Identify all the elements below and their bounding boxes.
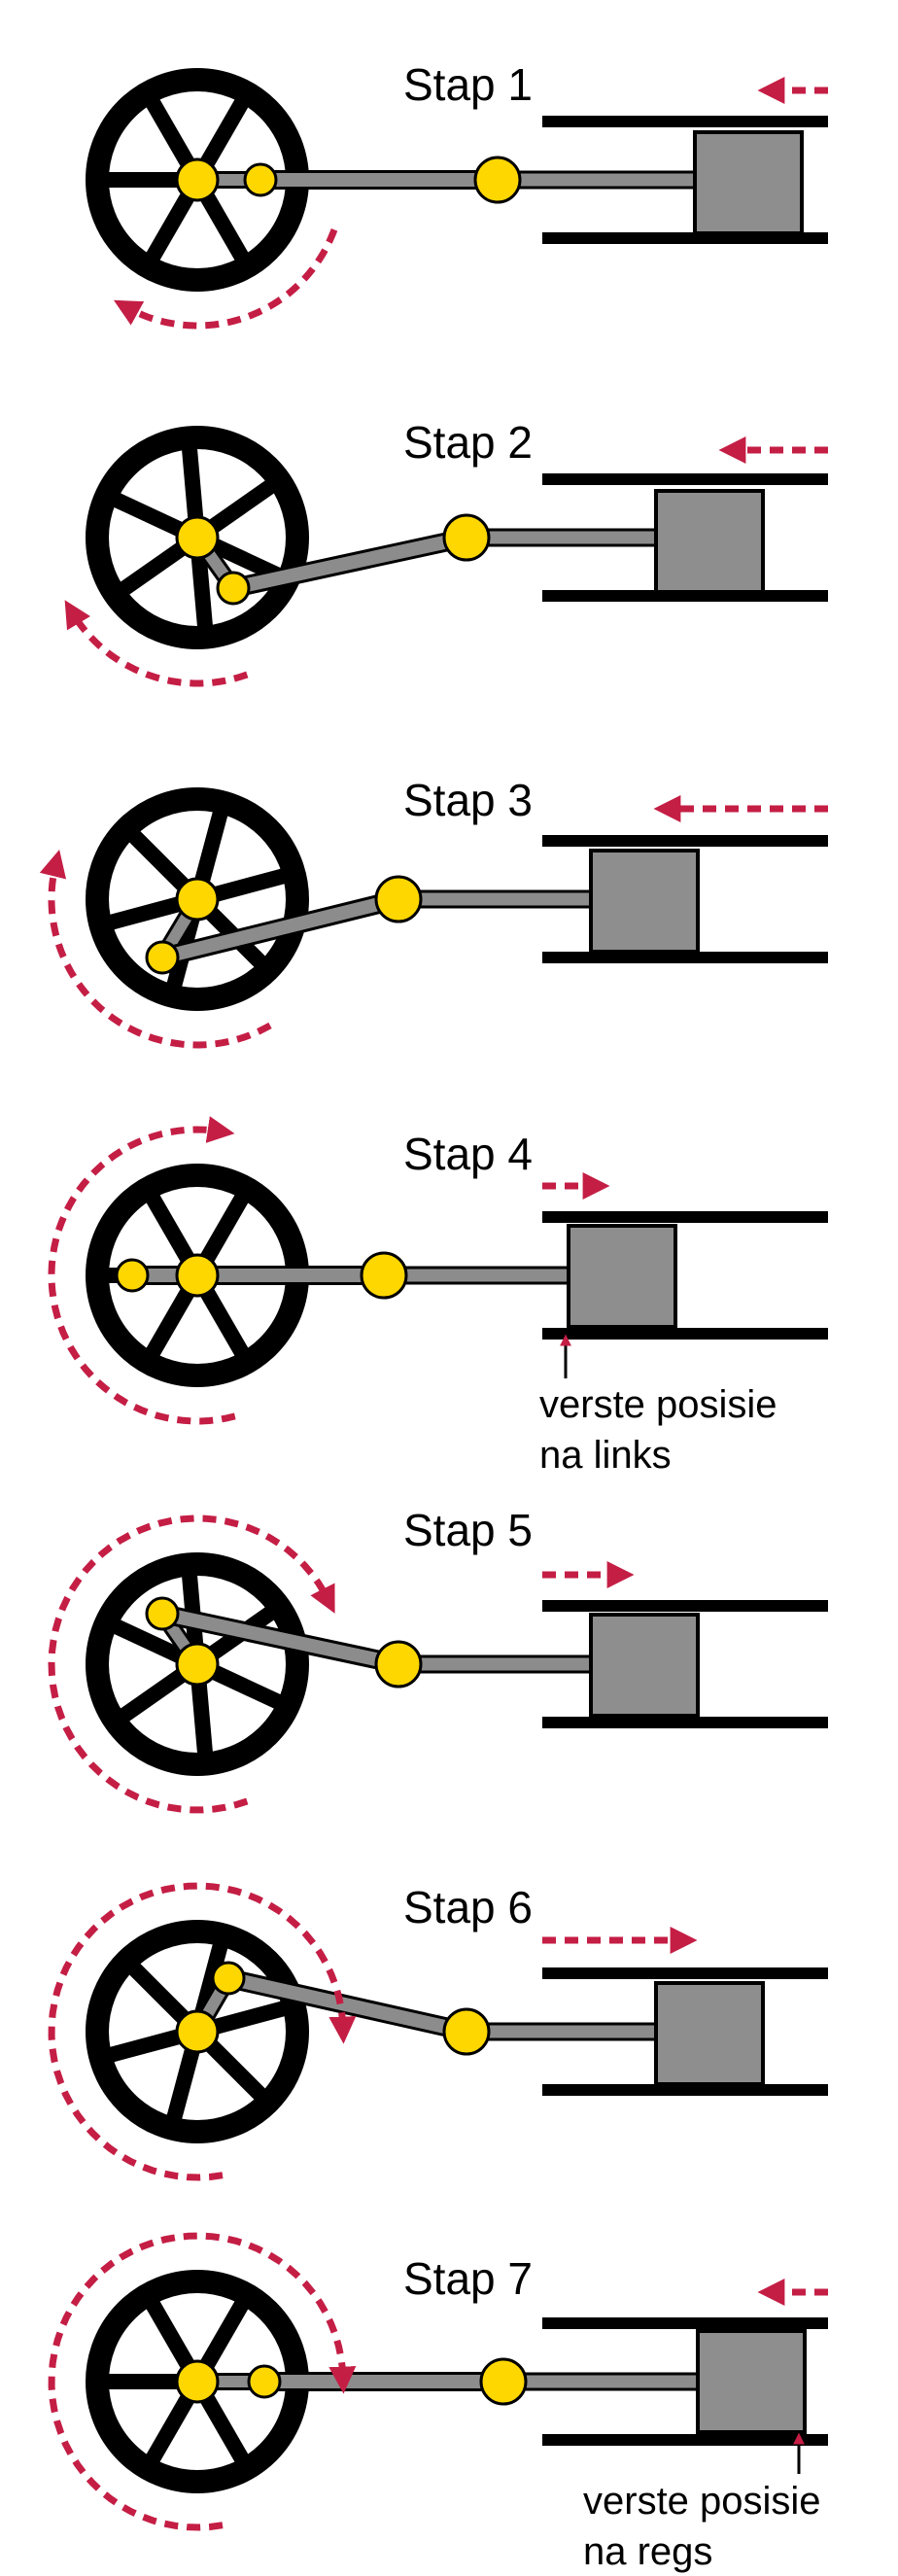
flywheel-rim	[86, 426, 309, 649]
engine-step-4	[48, 1116, 828, 1425]
wheel-rotation-arrow	[48, 2232, 357, 2531]
flywheel-rim	[86, 1552, 309, 1776]
connecting-rod	[155, 1607, 405, 1671]
engine-step-3	[39, 787, 828, 1049]
crosshead-pin	[374, 875, 423, 923]
wheel-center-pin	[175, 1642, 220, 1687]
piston	[567, 1224, 677, 1329]
piston-rod	[397, 1654, 593, 1674]
wheel-center-pin	[175, 2359, 220, 2404]
piston	[654, 1981, 765, 2086]
connecting-rod	[222, 1971, 473, 2038]
piston-rod	[496, 170, 697, 190]
wheel-rotation-arrow	[48, 1116, 236, 1425]
wheel-center-pin	[175, 2009, 220, 2054]
step-1-title: Stap 1	[403, 59, 533, 110]
piston	[589, 849, 700, 954]
right-position-note-line1: verste posisie	[583, 2480, 821, 2523]
step-2-title: Stap 2	[403, 417, 533, 468]
crosshead-pin	[473, 156, 522, 204]
wheel-rotation-arrow	[48, 1882, 357, 2181]
piston	[654, 489, 765, 594]
piston-rod	[501, 2372, 700, 2391]
engine-step-2	[64, 426, 828, 687]
step-5-title: Stap 5	[403, 1505, 533, 1555]
piston-rod	[397, 889, 593, 909]
crank-pin	[115, 1258, 150, 1293]
crosshead-pin	[360, 1251, 408, 1300]
engine-step-7	[48, 2232, 828, 2531]
crank-pin	[247, 2364, 282, 2399]
crank-pin	[145, 940, 180, 975]
step-3-title: Stap 3	[403, 775, 533, 825]
piston	[589, 1613, 700, 1718]
engine-step-1	[86, 68, 828, 330]
engine-step-5	[48, 1514, 828, 1814]
crank-pin	[243, 162, 278, 197]
left-position-note-line2: na links	[539, 1434, 672, 1477]
engine-step-6	[48, 1882, 828, 2181]
right-position-note-line2: na regs	[583, 2530, 712, 2573]
piston	[696, 2329, 807, 2434]
piston-rod	[382, 1266, 570, 1285]
piston-rod	[465, 528, 658, 547]
wheel-center-pin	[175, 877, 220, 922]
wheel-rotation-arrow	[48, 1514, 335, 1814]
step-4-title: Stap 4	[403, 1129, 533, 1179]
flywheel-rim	[86, 1920, 309, 2143]
crosshead-pin	[442, 2007, 491, 2056]
wheel-rotation-arrow	[113, 228, 338, 330]
step-6-title: Stap 6	[403, 1882, 533, 1932]
piston-rod	[465, 2022, 658, 2041]
engine-drawings	[39, 68, 828, 2531]
piston	[693, 130, 804, 235]
wheel-rotation-arrow	[39, 849, 272, 1049]
connecting-rod	[155, 892, 405, 964]
wheel-center-pin	[175, 157, 220, 202]
wheel-center-pin	[175, 515, 220, 560]
flywheel-rim	[86, 787, 309, 1011]
step-7-title: Stap 7	[403, 2253, 533, 2304]
crosshead-pin	[374, 1640, 423, 1688]
left-position-note-line1: verste posisie	[539, 1383, 777, 1426]
crank-pin	[145, 1596, 180, 1631]
connecting-rod	[226, 531, 473, 595]
crosshead-pin	[442, 513, 491, 562]
crank-pin	[216, 571, 251, 606]
wheel-center-pin	[175, 1253, 220, 1298]
wheel-rotation-arrow	[64, 600, 249, 687]
crank-pin	[211, 1961, 246, 1996]
crosshead-pin	[479, 2357, 528, 2406]
